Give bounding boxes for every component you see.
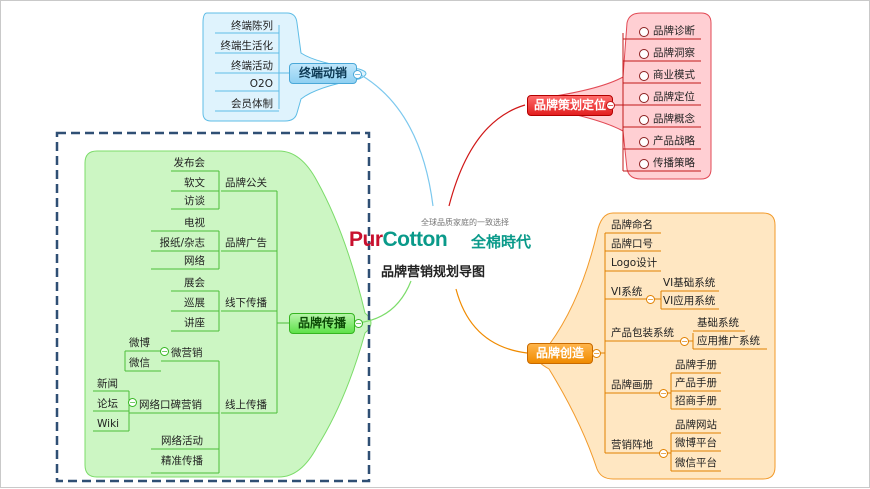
creation-sub-item: 应用推广系统	[697, 335, 760, 347]
comm-item: 品牌公关	[225, 177, 267, 189]
comm-sub-item: 巡展	[184, 297, 205, 309]
collapse-toggle-icon[interactable]: −	[606, 101, 615, 110]
creation-item: Logo设计	[611, 257, 658, 269]
collapse-toggle-icon[interactable]: −	[354, 319, 363, 328]
bullet-circle-icon	[639, 137, 649, 147]
strategy-item: 品牌概念	[653, 113, 695, 125]
comm-sub-item: 电视	[184, 217, 205, 229]
comm-item: 品牌广告	[225, 237, 267, 249]
bullet-circle-icon	[639, 71, 649, 81]
collapse-toggle-icon[interactable]: −	[659, 389, 668, 398]
creation-sub-item: 品牌网站	[675, 419, 717, 431]
diagram-title: 品牌营销规划导图	[381, 265, 486, 280]
strategy-item: 产品战略	[653, 135, 695, 147]
comm-sub-item: 访谈	[184, 195, 205, 207]
hub-creation[interactable]: 品牌创造	[527, 343, 593, 364]
strategy-item: 品牌诊断	[653, 25, 695, 37]
comm-sub-item: 网络口碑营销	[139, 399, 202, 411]
hub-strategy[interactable]: 品牌策划定位	[527, 95, 613, 116]
comm-sub-item: 讲座	[184, 317, 205, 329]
creation-item: 品牌画册	[611, 379, 653, 391]
creation-sub-item: 产品手册	[675, 377, 717, 389]
terminal-item: 终端活动	[231, 60, 273, 72]
creation-item: 品牌命名	[611, 219, 653, 231]
collapse-toggle-icon[interactable]: −	[160, 347, 169, 356]
comm-sub-item: 软文	[184, 177, 205, 189]
bullet-circle-icon	[639, 93, 649, 103]
comm-leaf-item: 微信	[129, 357, 150, 369]
strategy-item: 品牌洞察	[653, 47, 695, 59]
comm-sub-item: 展会	[184, 277, 205, 289]
bullet-circle-icon	[639, 115, 649, 125]
terminal-item: 会员体制	[231, 98, 273, 110]
brand-chinese-logo: 全棉時代	[471, 233, 532, 251]
creation-item: 营销阵地	[611, 439, 653, 451]
comm-sub-item: 微营销	[171, 347, 203, 359]
collapse-toggle-icon[interactable]: −	[592, 349, 601, 358]
creation-sub-item: 品牌手册	[675, 359, 717, 371]
terminal-item: 终端生活化	[220, 40, 274, 52]
collapse-toggle-icon[interactable]: −	[128, 398, 137, 407]
comm-item: 线下传播	[225, 297, 267, 309]
comm-sub-item: 发布会	[173, 157, 206, 169]
terminal-item: O2O	[249, 78, 273, 90]
strategy-item: 商业模式	[653, 69, 695, 81]
terminal-item: 终端陈列	[231, 20, 273, 32]
creation-sub-item: VI基础系统	[663, 277, 716, 289]
comm-leaf-item: 微博	[129, 337, 150, 349]
creation-sub-item: 招商手册	[675, 395, 717, 407]
comm-leaf-item: 论坛	[97, 398, 118, 410]
creation-sub-item: 基础系统	[697, 317, 739, 329]
collapse-toggle-icon[interactable]: −	[646, 295, 655, 304]
creation-item: 产品包装系统	[611, 327, 674, 339]
collapse-toggle-icon[interactable]: −	[680, 337, 689, 346]
creation-sub-item: 微博平台	[675, 437, 717, 449]
bullet-circle-icon	[639, 159, 649, 169]
creation-item: VI系统	[611, 286, 643, 298]
tagline: 全球品质家庭的一致选择	[421, 218, 509, 227]
comm-balloon	[84, 150, 372, 478]
terminal-balloon	[202, 12, 367, 122]
comm-sub-item: 精准传播	[161, 455, 203, 467]
collapse-toggle-icon[interactable]: −	[659, 449, 668, 458]
comm-sub-item: 网络活动	[161, 435, 203, 447]
hub-terminal[interactable]: 终端动销	[289, 63, 357, 84]
purcotton-logo: PurCotton	[349, 228, 448, 251]
comm-leaf-item: 新闻	[97, 378, 118, 390]
dashed-selection-box	[55, 131, 371, 483]
creation-sub-item: VI应用系统	[663, 295, 716, 307]
comm-sub-item: 网络	[184, 255, 205, 267]
creation-balloon	[534, 212, 776, 480]
comm-sub-item: 报纸/杂志	[159, 237, 205, 249]
comm-leaf-item: Wiki	[97, 418, 120, 430]
collapse-toggle-icon[interactable]: −	[353, 70, 362, 79]
creation-item: 品牌口号	[611, 238, 653, 250]
strategy-item: 品牌定位	[653, 91, 695, 103]
creation-sub-item: 微信平台	[675, 457, 717, 469]
strategy-item: 传播策略	[653, 157, 695, 169]
bullet-circle-icon	[639, 49, 649, 59]
hub-communication[interactable]: 品牌传播	[289, 313, 355, 334]
comm-item: 线上传播	[225, 399, 267, 411]
bullet-circle-icon	[639, 27, 649, 37]
